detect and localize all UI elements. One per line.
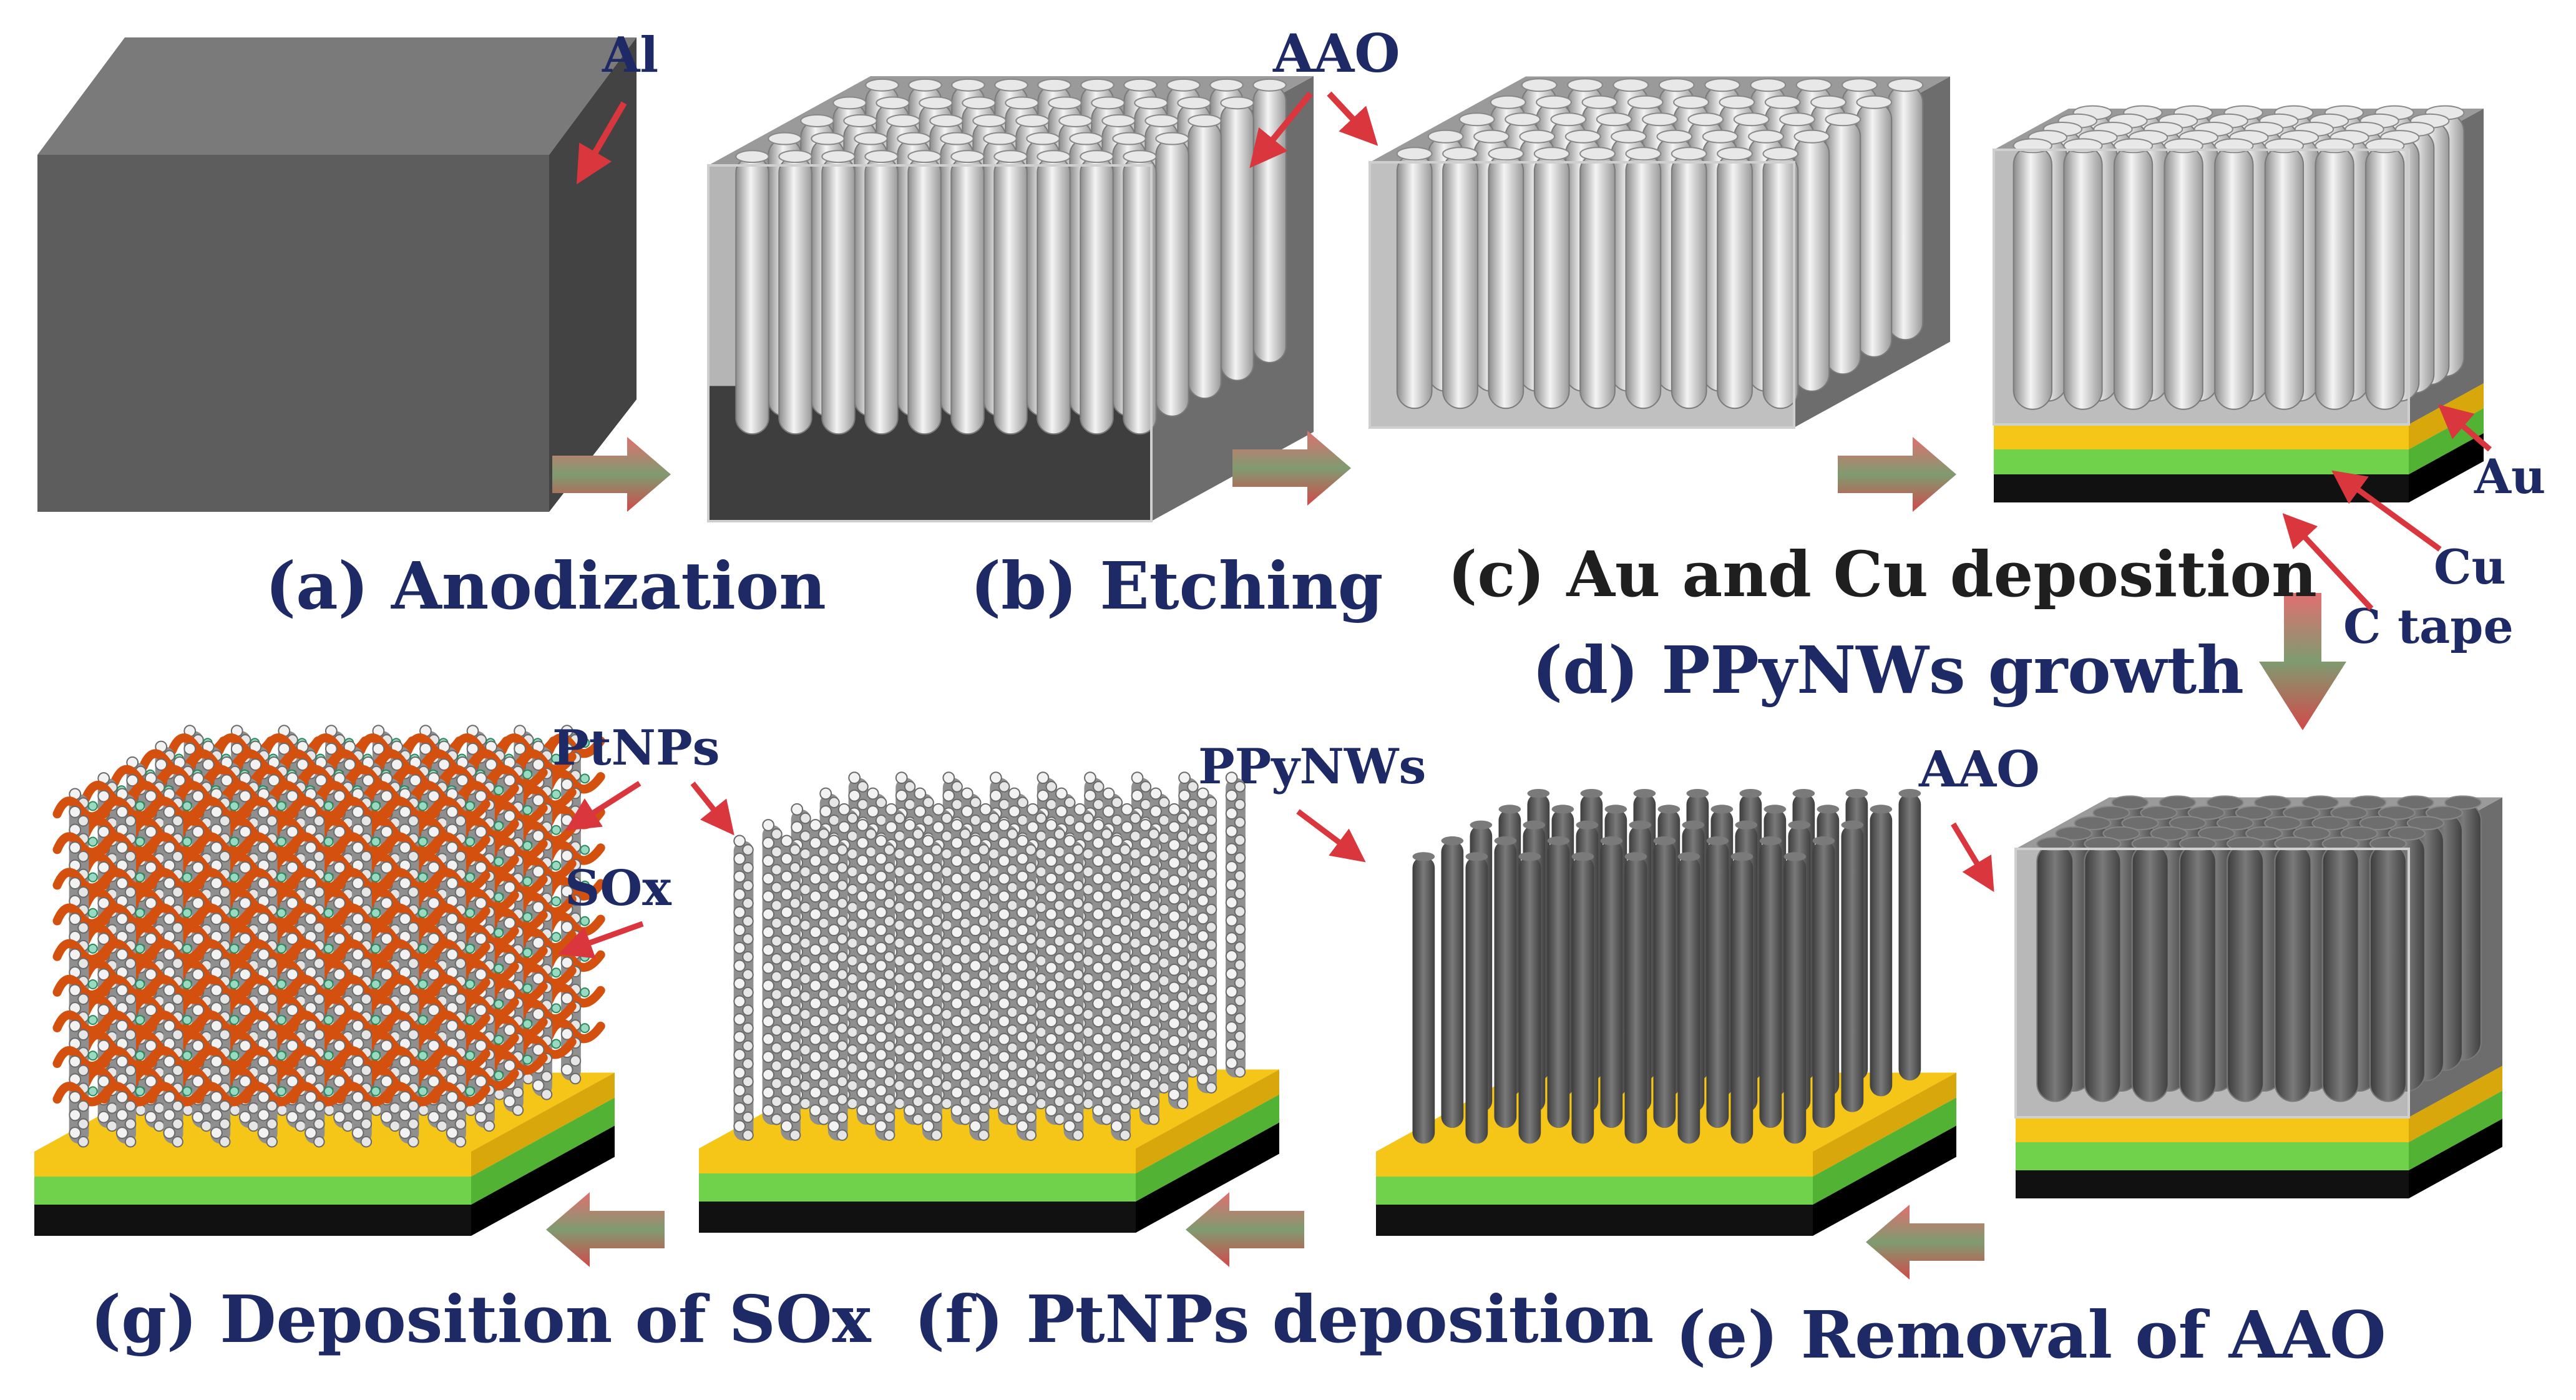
sox-pointer <box>558 921 644 959</box>
ppynws-array-block <box>1376 789 1956 1236</box>
caption-g: (g) Deposition of SOx <box>90 1281 872 1358</box>
caption-e: (e) Removal of AAO <box>1676 1296 2386 1373</box>
au-pointer <box>2437 404 2492 452</box>
aluminum-block <box>37 37 637 512</box>
process-arrow-a-b <box>552 437 671 512</box>
c-tape-pointer <box>2282 513 2374 611</box>
ptnps-decorated-block <box>699 771 1279 1233</box>
aao-pointer-left <box>1249 91 1313 169</box>
aao-bottom-label: AAO <box>1918 740 2040 798</box>
process-arrow-f-g <box>1186 1192 1304 1267</box>
ptnps-label: PtNPs <box>552 720 720 776</box>
process-arrow-e-f <box>1866 1205 1984 1280</box>
aao-bottom-pointer <box>1951 822 1994 893</box>
caption-b: (b) Etching <box>970 547 1383 624</box>
ppynws-pointer <box>1296 809 1366 863</box>
aao-etching-block <box>707 76 1314 522</box>
caption-a: (a) Anodization <box>265 547 826 624</box>
al-pointer <box>576 101 627 185</box>
cu-pointer <box>2331 470 2442 552</box>
process-arrow-down <box>2259 593 2346 730</box>
process-arrow-g-h <box>546 1192 665 1267</box>
caption-c: (c) Au and Cu deposition <box>1448 537 2317 611</box>
sox-deposited-block <box>34 725 615 1236</box>
au-label: Au <box>2474 449 2545 504</box>
ptnps-pointer-left <box>565 781 642 831</box>
caption-d: (d) PPyNWs growth <box>1532 632 2244 708</box>
aao-top-label: AAO <box>1272 22 1400 84</box>
sox-label: SOx <box>565 860 672 917</box>
ppynws-in-aao-block <box>2014 795 2502 1198</box>
process-arrow-b-c <box>1232 431 1351 506</box>
aao-pointer-right <box>1327 91 1378 146</box>
ptnps-pointer-right <box>690 781 734 836</box>
process-arrow-c-d <box>1838 437 1956 512</box>
aao-on-substrate-block <box>1993 105 2484 502</box>
al-label: Al <box>602 27 658 84</box>
cu-label: Cu <box>2434 539 2506 595</box>
aao-template-block <box>1368 76 1950 429</box>
caption-f: (f) PtNPs deposition <box>914 1281 1654 1358</box>
